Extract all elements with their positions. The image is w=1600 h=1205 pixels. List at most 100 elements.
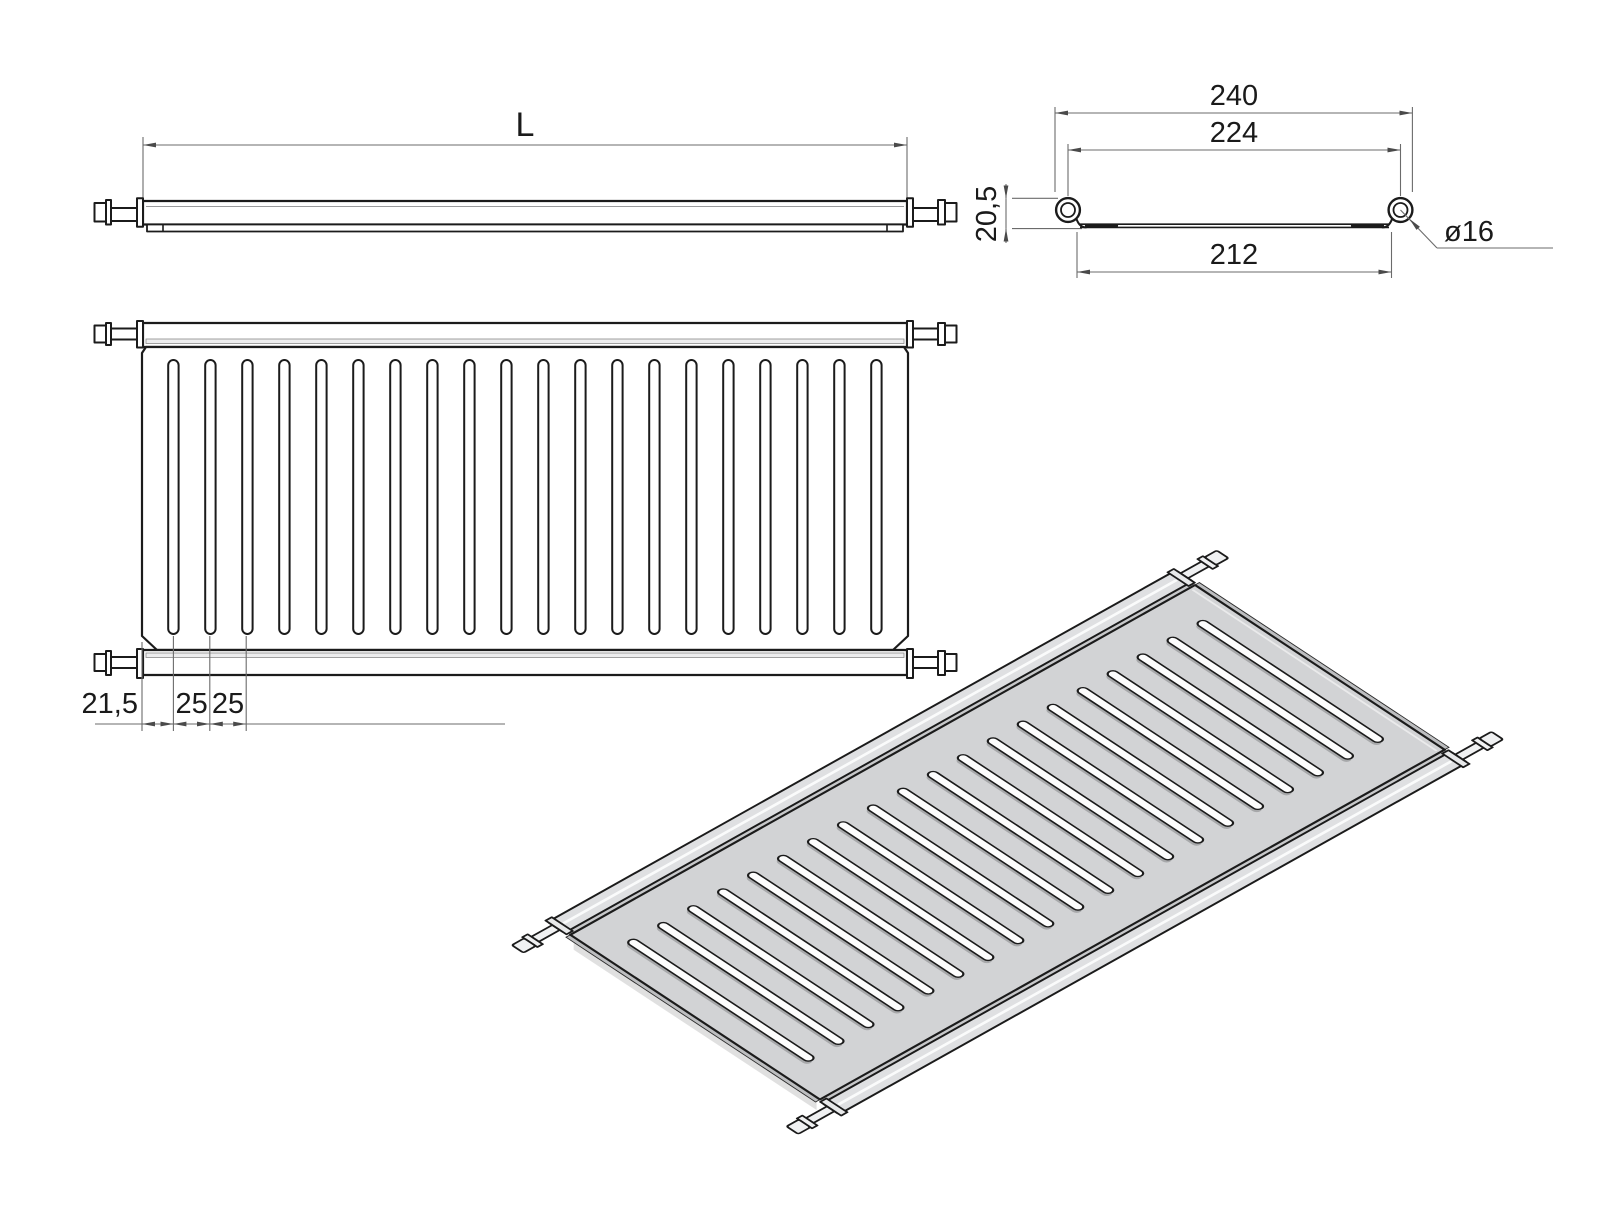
plan-slot (167, 359, 180, 635)
bolt-head (511, 938, 536, 953)
plan-slot (315, 359, 328, 635)
plan-slot (648, 359, 661, 635)
plan-slot (241, 359, 254, 635)
iso-slot (1016, 720, 1205, 844)
bolt-head (1204, 550, 1229, 566)
bolt-washer (937, 199, 946, 226)
dimension-212: 212 (1076, 232, 1393, 278)
iso-slot (717, 888, 905, 1012)
plan-slot (537, 359, 550, 635)
front-view: L (93, 106, 958, 233)
plan-view: 21,5 25 25 (82, 320, 958, 731)
iso-tube-lower (786, 731, 1504, 1135)
plan-bolt-top-right (906, 320, 958, 349)
bolt-flange (136, 320, 144, 349)
dim-label-length: L (516, 106, 535, 144)
bolt-head (93, 202, 107, 223)
tube-end-flange (544, 916, 574, 936)
dim-label-212: 212 (1210, 239, 1258, 271)
tube-section-right-inner (1392, 202, 1409, 218)
dim-label-240: 240 (1210, 80, 1258, 112)
bolt-washer (937, 322, 946, 346)
plan-slot (722, 359, 735, 635)
bolt-flange (136, 648, 144, 679)
bolt-shaft (912, 207, 939, 222)
bolt-head (786, 1119, 811, 1135)
plan-slot (611, 359, 624, 635)
iso-slot (1046, 703, 1235, 827)
tube-end-flange (1166, 568, 1196, 587)
plan-tube-bottom-band (145, 652, 905, 658)
bolt-head (944, 324, 958, 344)
bolt-head (944, 653, 958, 672)
plan-bolt-top-left (93, 320, 144, 349)
iso-slot (956, 754, 1145, 878)
plan-slot (500, 359, 513, 635)
tube-end-flange (1441, 749, 1471, 769)
plan-slot (389, 359, 402, 635)
dim-label-diameter: ø16 (1444, 216, 1494, 248)
iso-slot (896, 787, 1085, 911)
tube-end-flange (819, 1097, 849, 1117)
bolt-washer (937, 650, 946, 676)
bolt-shaft (912, 656, 939, 669)
tube-section-left-inner (1060, 202, 1076, 218)
plan-plate (140, 345, 910, 652)
iso-slot (806, 837, 995, 962)
bolt-flange (906, 648, 914, 679)
plan-slot (278, 359, 291, 635)
dim-label-25-second: 25 (212, 688, 244, 720)
bolt-head (93, 653, 107, 672)
tube-section-left-outer (1054, 196, 1082, 224)
iso-view (511, 550, 1504, 1135)
bolt-head (93, 324, 107, 344)
iso-slot (687, 905, 875, 1029)
iso-slot (746, 871, 935, 995)
front-tube (141, 199, 909, 226)
dim-label-224: 224 (1210, 117, 1258, 149)
dimension-diameter-16: ø16 (1400, 209, 1553, 249)
plan-slot (426, 359, 439, 635)
iso-slot (926, 770, 1115, 894)
dimension-20-5: 20,5 (971, 184, 1082, 243)
iso-slot (776, 854, 965, 978)
dimension-slot-pitch: 21,5 25 25 (82, 636, 505, 731)
iso-slot (1076, 686, 1265, 811)
plan-slot (574, 359, 587, 635)
dim-label-21-5: 21,5 (82, 688, 138, 720)
plan-bolt-bottom-left (93, 648, 144, 679)
bolt-flange (906, 320, 914, 349)
bolt-shaft (110, 207, 138, 222)
iso-slot (1136, 653, 1325, 777)
end-view: 240 224 20,5 (971, 80, 1553, 278)
plan-slot (870, 359, 883, 635)
plan-slot (204, 359, 217, 635)
dim-label-25-first: 25 (175, 688, 207, 720)
bolt-flange (906, 197, 914, 228)
bolt-shaft (110, 327, 138, 341)
iso-plate-specular (1191, 589, 1438, 752)
iso-slot (866, 804, 1055, 928)
plan-slot (796, 359, 809, 635)
plan-tube-top-band (145, 338, 905, 344)
bolt-shaft (110, 656, 138, 669)
iso-slots (626, 619, 1384, 1064)
plan-bolt-bottom-right (906, 648, 958, 679)
plan-slot (463, 359, 476, 635)
iso-slot (1106, 670, 1295, 794)
plan-slot (759, 359, 772, 635)
iso-slot (1196, 619, 1384, 743)
dimension-224: 224 (1067, 117, 1402, 196)
plan-slots (167, 359, 883, 635)
leader-arrow (1409, 218, 1420, 230)
plan-slot (685, 359, 698, 635)
dimension-length-L: L (142, 106, 908, 199)
dim-label-20-5: 20,5 (971, 186, 1003, 242)
front-plate-lip (146, 223, 904, 233)
tube-section-right-outer (1387, 196, 1414, 224)
bolt-flange (136, 197, 144, 228)
iso-slot (986, 737, 1175, 861)
tube-highlight (837, 760, 1452, 1105)
tube-highlight (563, 579, 1178, 924)
bolt-head (944, 202, 958, 223)
